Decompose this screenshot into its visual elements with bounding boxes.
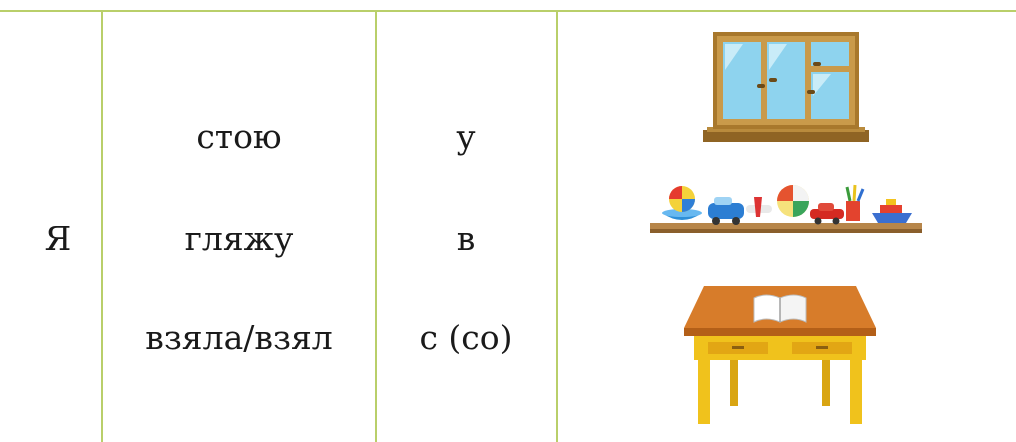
preposition-v: в	[456, 219, 476, 258]
column-divider-2	[375, 10, 377, 442]
window-icon	[703, 32, 869, 142]
verb-stoyu: стою	[196, 117, 282, 156]
toy-shelf-icon	[650, 184, 922, 233]
column-divider-1	[101, 10, 103, 442]
preposition-s-so: с (со)	[419, 318, 513, 357]
subject-cell: Я	[44, 219, 72, 258]
column-divider-3	[556, 10, 558, 442]
preposition-u: у	[456, 117, 476, 156]
table-top-border	[0, 10, 1016, 12]
verb-glyazhu: гляжу	[184, 219, 294, 258]
verb-vzyala: взяла/взял	[145, 318, 333, 357]
desk-with-book-icon	[684, 286, 876, 424]
